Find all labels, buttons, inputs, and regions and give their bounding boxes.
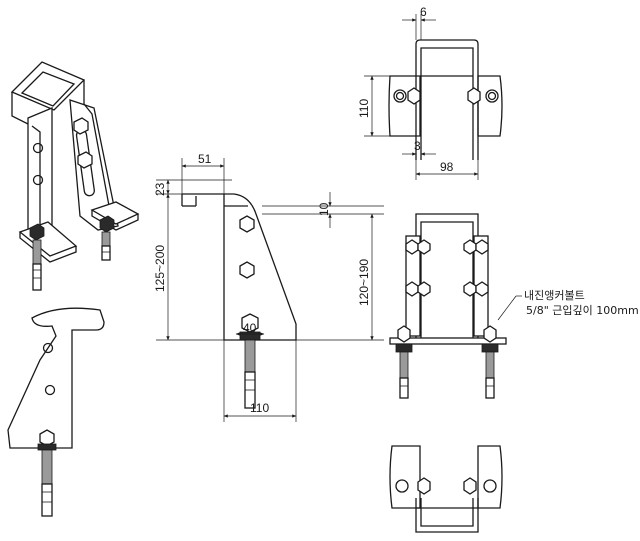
top-view-top-right: 6 110 3 98 xyxy=(357,5,503,180)
dim-40-label: 40 xyxy=(243,321,257,335)
dim-110-base-label: 110 xyxy=(250,401,269,415)
dim-120-190-label: 120~190 xyxy=(357,259,371,306)
dim-23-label: 23 xyxy=(153,182,167,196)
anchor-bolt-right-iso xyxy=(99,215,115,261)
anchor-note-line2: 5/8" 근입깊이 100mm xyxy=(526,304,639,317)
anchor-note-line1: 내진앵커볼트 xyxy=(524,289,585,302)
isometric-view xyxy=(10,61,140,291)
dim-51-label: 51 xyxy=(198,152,212,166)
front-elevation-right: 내진앵커볼트 5/8" 근입깊이 100mm xyxy=(389,213,639,399)
dim-6-label: 6 xyxy=(420,5,427,19)
anchor-bolt-left-iso xyxy=(29,223,45,291)
anchor-bolt-right-front xyxy=(481,325,499,399)
anchor-bolt-left-front xyxy=(395,325,413,399)
side-view-bottom-left xyxy=(7,307,105,517)
bottom-view-bottom-right xyxy=(389,445,503,533)
dim-10-label: 10 xyxy=(317,202,331,216)
front-view-dimensioned: 51 23 125~200 10 120~190 40 110 xyxy=(153,152,384,422)
dim-98-label: 98 xyxy=(440,160,454,174)
dim-110-label: 110 xyxy=(357,99,371,118)
dim-3-label: 3 xyxy=(414,139,421,153)
dim-125-200-label: 125~200 xyxy=(153,245,167,292)
